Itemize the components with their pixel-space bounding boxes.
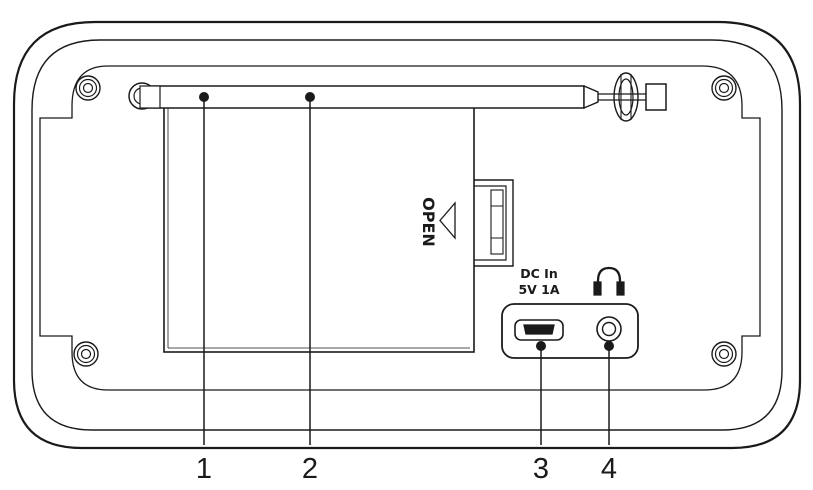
housing-outer-outline	[12, 20, 802, 450]
callout-leaders	[199, 92, 614, 445]
radio-housing	[12, 20, 802, 450]
headphones-icon	[593, 266, 625, 296]
port-panel	[501, 303, 639, 359]
screw-top-right	[711, 75, 737, 101]
headphone-jack-port	[596, 316, 622, 342]
housing-inner-rim	[31, 39, 783, 431]
screw-top-left	[75, 75, 101, 101]
dc-in-label-line2: 5V 1A	[518, 282, 559, 297]
callout-number-4: 4	[601, 453, 617, 485]
antenna-base	[128, 82, 161, 110]
antenna-clip	[613, 72, 639, 122]
port-panel-outline	[501, 303, 639, 359]
battery-cover-open-label: OPEN	[419, 197, 438, 247]
battery-cover-latch	[474, 179, 514, 267]
callout-number-2: 2	[302, 453, 318, 485]
callout-number-1: 1	[196, 453, 212, 485]
open-arrow-icon	[439, 201, 456, 240]
screw-bottom-left	[73, 341, 99, 367]
antenna-rod	[145, 85, 585, 109]
battery-cover	[163, 101, 514, 353]
dc-in-micro-usb-port	[514, 319, 564, 341]
dc-in-label-line1: DC In	[520, 266, 557, 281]
screw-bottom-right	[711, 341, 737, 367]
callout-number-3: 3	[533, 453, 549, 485]
back-panel-outline	[39, 65, 761, 391]
antenna-tip	[645, 83, 667, 111]
telescopic-antenna	[128, 72, 667, 122]
